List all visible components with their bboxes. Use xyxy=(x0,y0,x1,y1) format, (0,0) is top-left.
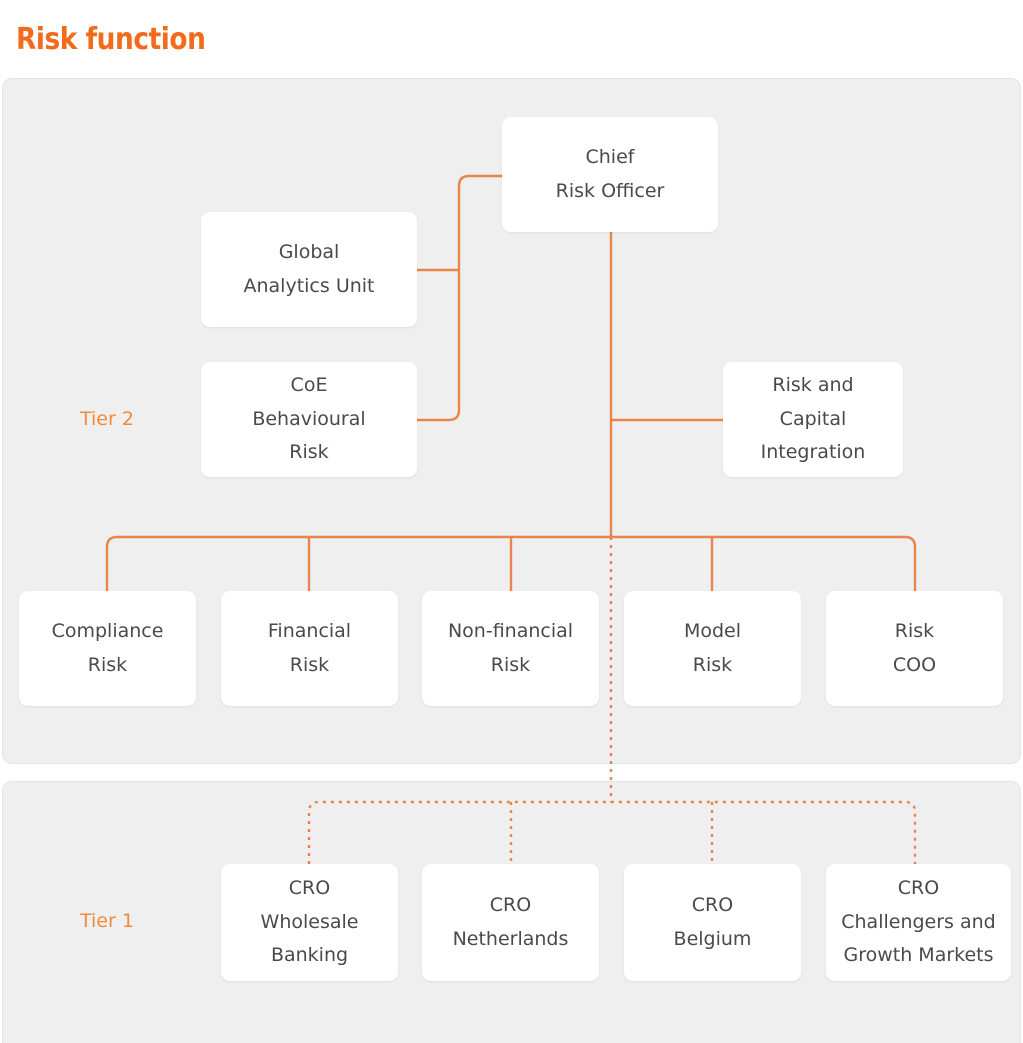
node-label: CRO Wholesale Banking xyxy=(260,876,359,967)
node-risk-and-capital-integration[interactable]: Risk and Capital Integration xyxy=(723,362,903,477)
node-label: Risk and Capital Integration xyxy=(760,373,866,464)
node-label: Non-financial Risk xyxy=(447,619,574,676)
node-label: Risk COO xyxy=(892,619,937,676)
node-financial-risk[interactable]: Financial Risk xyxy=(221,591,398,706)
node-label: Model Risk xyxy=(683,619,742,676)
node-label: Global Analytics Unit xyxy=(243,240,375,297)
node-model-risk[interactable]: Model Risk xyxy=(624,591,801,706)
node-cro-wholesale-banking[interactable]: CRO Wholesale Banking xyxy=(221,864,398,981)
tier2-label: Tier 2 xyxy=(80,408,134,430)
node-label: Chief Risk Officer xyxy=(555,145,665,202)
node-coe-behavioural-risk[interactable]: CoE Behavioural Risk xyxy=(201,362,417,477)
node-cro-challengers-and-growth-markets[interactable]: CRO Challengers and Growth Markets xyxy=(826,864,1011,981)
node-cro-netherlands[interactable]: CRO Netherlands xyxy=(422,864,599,981)
node-label: CRO Challengers and Growth Markets xyxy=(841,876,996,967)
node-label: CoE Behavioural Risk xyxy=(252,373,366,464)
node-label: CRO Belgium xyxy=(673,893,752,950)
node-cro-belgium[interactable]: CRO Belgium xyxy=(624,864,801,981)
node-label: Compliance Risk xyxy=(51,619,164,676)
node-global-analytics-unit[interactable]: Global Analytics Unit xyxy=(201,212,417,327)
node-label: CRO Netherlands xyxy=(452,893,569,950)
node-label: Financial Risk xyxy=(267,619,352,676)
node-compliance-risk[interactable]: Compliance Risk xyxy=(19,591,196,706)
node-chief-risk-officer[interactable]: Chief Risk Officer xyxy=(502,117,718,232)
node-non-financial-risk[interactable]: Non-financial Risk xyxy=(422,591,599,706)
page-title: Risk function xyxy=(16,22,206,57)
node-risk-coo[interactable]: Risk COO xyxy=(826,591,1003,706)
tier1-label: Tier 1 xyxy=(80,910,134,932)
